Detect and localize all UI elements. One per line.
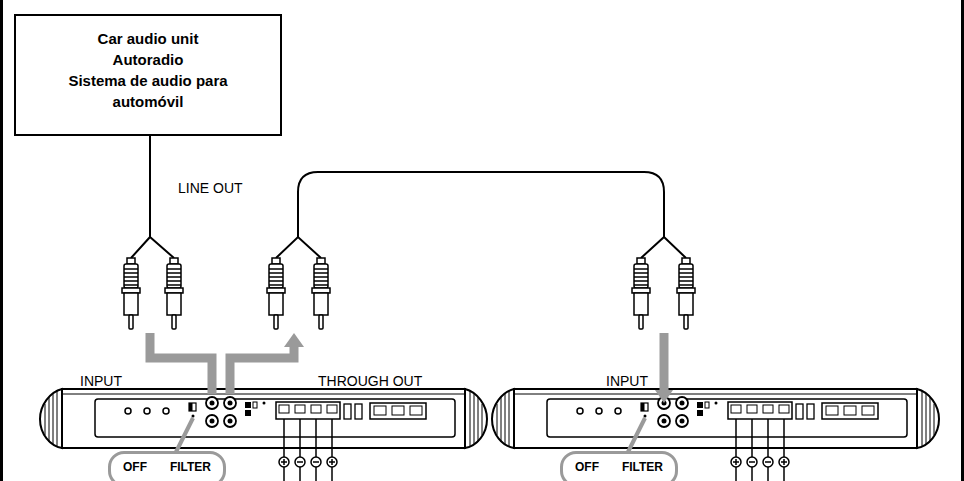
signal-label: LINE OUT <box>178 180 243 196</box>
audio-unit-box: Car audio unitAutoradioSistema de audio … <box>14 14 282 136</box>
unit-name: Sistema de audio para automóvil <box>56 70 240 112</box>
switch-position: OFF <box>123 460 147 481</box>
switch-callout: OFF FILTER <box>560 451 678 481</box>
jack-label: INPUT <box>606 373 648 389</box>
switch-position: FILTER <box>622 460 663 481</box>
unit-name: Car audio unit <box>98 28 199 49</box>
switch-callout: OFF FILTER <box>108 451 226 481</box>
unit-name: Autoradio <box>113 49 184 70</box>
jack-label: THROUGH OUT <box>318 373 422 389</box>
switch-position: OFF <box>575 460 599 481</box>
switch-position: FILTER <box>170 460 211 481</box>
jack-label: INPUT <box>80 373 122 389</box>
